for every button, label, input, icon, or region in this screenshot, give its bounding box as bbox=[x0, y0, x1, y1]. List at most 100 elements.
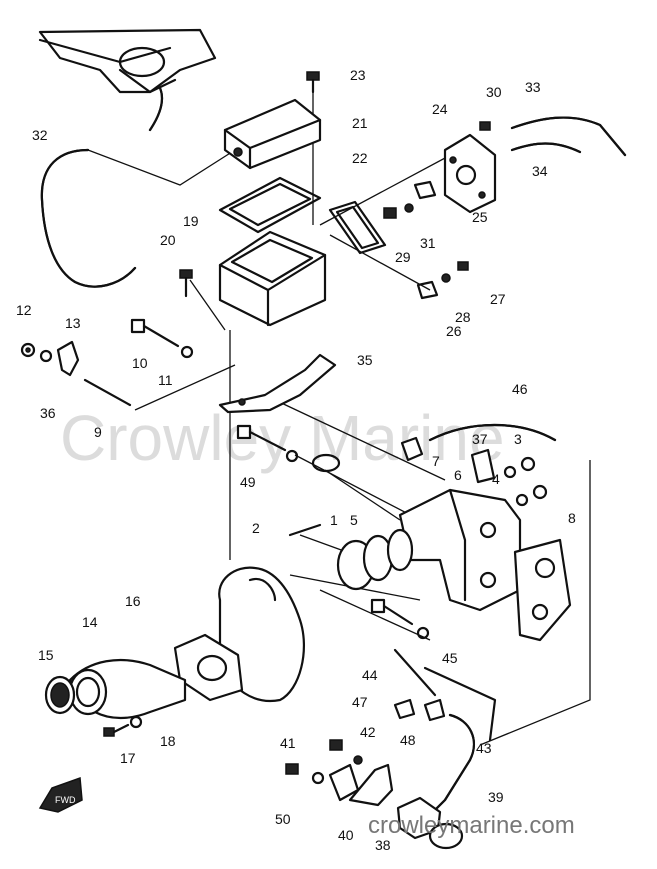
stud-9 bbox=[83, 378, 132, 407]
callout-32: 32 bbox=[32, 127, 48, 143]
cap-39 bbox=[428, 822, 464, 850]
nut-3-a bbox=[520, 456, 536, 472]
bracket-35 bbox=[218, 353, 337, 414]
callout-26: 26 bbox=[446, 323, 462, 339]
footer-url: crowleymarine.com bbox=[368, 812, 575, 839]
callout-41: 41 bbox=[280, 735, 296, 751]
callout-50: 50 bbox=[275, 811, 291, 827]
cap-7 bbox=[400, 436, 424, 462]
callout-27: 27 bbox=[490, 291, 506, 307]
callout-36: 36 bbox=[40, 405, 56, 421]
washer-11-middle bbox=[285, 449, 299, 463]
callout-4: 4 bbox=[492, 471, 500, 487]
callout-10: 10 bbox=[132, 355, 148, 371]
callout-47: 47 bbox=[352, 694, 368, 710]
washer-18 bbox=[129, 715, 143, 729]
bracket-40 bbox=[348, 763, 394, 807]
clip-37 bbox=[470, 448, 496, 484]
screw-41-upper bbox=[329, 739, 343, 751]
callout-25: 25 bbox=[472, 209, 488, 225]
intake-elbow-14 bbox=[68, 658, 187, 720]
diaphragm-cover-24 bbox=[443, 133, 497, 214]
callout-18: 18 bbox=[160, 733, 176, 749]
callout-33: 33 bbox=[525, 79, 541, 95]
washer-42-lower bbox=[311, 771, 325, 785]
crankcase-outline bbox=[218, 566, 305, 703]
fitting-48 bbox=[423, 698, 446, 722]
callout-1: 1 bbox=[330, 512, 338, 528]
callout-5: 5 bbox=[350, 512, 358, 528]
callout-38: 38 bbox=[375, 837, 391, 853]
fitting-47 bbox=[393, 698, 416, 720]
callout-13: 13 bbox=[65, 315, 81, 331]
callout-3: 3 bbox=[514, 431, 522, 447]
callout-44: 44 bbox=[362, 667, 378, 683]
valve-26 bbox=[416, 280, 439, 300]
cover-21 bbox=[223, 98, 322, 170]
callout-37: 37 bbox=[472, 431, 488, 447]
bolt-10-middle bbox=[236, 424, 287, 452]
washer-42-upper bbox=[353, 755, 363, 765]
gasket-29 bbox=[328, 200, 387, 255]
callout-42: 42 bbox=[360, 724, 376, 740]
callout-29: 29 bbox=[395, 249, 411, 265]
gasket-8 bbox=[513, 538, 572, 642]
fwd-arrow-icon: FWD bbox=[38, 776, 83, 813]
screw-20 bbox=[179, 269, 193, 298]
callout-7: 7 bbox=[432, 453, 440, 469]
callout-45: 45 bbox=[442, 650, 458, 666]
callout-48: 48 bbox=[400, 732, 416, 748]
callout-12: 12 bbox=[16, 302, 32, 318]
valve-25 bbox=[413, 180, 437, 200]
chamber-19 bbox=[218, 230, 327, 327]
washer-4-b bbox=[515, 493, 529, 507]
watermark-text: Crowley Marine bbox=[60, 402, 505, 474]
callout-24: 24 bbox=[432, 101, 448, 117]
fwd-label: FWD bbox=[55, 795, 76, 805]
callout-21: 21 bbox=[352, 115, 368, 131]
callout-30: 30 bbox=[486, 84, 502, 100]
washer-28-top bbox=[404, 203, 414, 213]
callout-11: 11 bbox=[158, 372, 173, 388]
callout-23: 23 bbox=[350, 67, 366, 83]
callout-22: 22 bbox=[352, 150, 368, 166]
callout-2: 2 bbox=[252, 520, 260, 536]
washer-11-lower bbox=[416, 626, 430, 640]
screw-31 bbox=[383, 207, 397, 219]
washer-11-upper bbox=[180, 345, 194, 359]
callout-6: 6 bbox=[454, 467, 462, 483]
stud-2 bbox=[288, 523, 322, 537]
callout-43: 43 bbox=[476, 740, 492, 756]
callout-9: 9 bbox=[94, 424, 102, 440]
screw-27 bbox=[457, 261, 469, 271]
bolt-23 bbox=[306, 71, 320, 94]
callout-31: 31 bbox=[420, 235, 436, 251]
callout-14: 14 bbox=[82, 614, 98, 630]
callout-46: 46 bbox=[512, 381, 528, 397]
callout-49: 49 bbox=[240, 474, 256, 490]
nut-12 bbox=[20, 342, 36, 358]
callout-8: 8 bbox=[568, 510, 576, 526]
leader-lines bbox=[87, 88, 591, 746]
callout-35: 35 bbox=[357, 352, 373, 368]
hose-44 bbox=[393, 648, 437, 697]
washer-13 bbox=[39, 349, 53, 363]
callout-19: 19 bbox=[183, 213, 199, 229]
screw-30 bbox=[479, 121, 491, 131]
engine-top-outline bbox=[38, 28, 217, 94]
callout-39: 39 bbox=[488, 789, 504, 805]
bolt-10-lower bbox=[370, 598, 414, 626]
nut-3-b bbox=[532, 484, 548, 500]
callout-17: 17 bbox=[120, 750, 136, 766]
gasket-22 bbox=[218, 176, 322, 234]
bracket-36 bbox=[56, 340, 80, 377]
callout-20: 20 bbox=[160, 232, 176, 248]
callout-34: 34 bbox=[532, 163, 548, 179]
callout-28: 28 bbox=[455, 309, 471, 325]
manifold-6 bbox=[398, 488, 522, 612]
bolt-10-upper bbox=[130, 318, 180, 348]
hose-32 bbox=[40, 148, 137, 288]
screw-17 bbox=[103, 723, 130, 737]
